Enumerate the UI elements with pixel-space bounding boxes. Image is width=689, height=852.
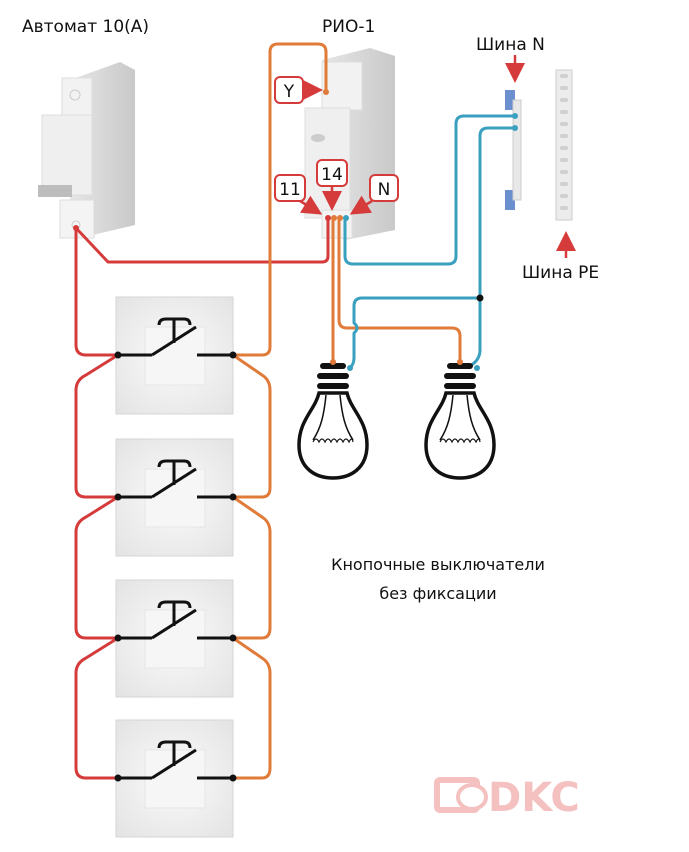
switch-terminal-in: [114, 634, 122, 642]
wire-phase-breaker-switches: [74, 226, 120, 357]
lamp-filament: [439, 438, 481, 444]
terminal-n: [343, 215, 349, 221]
pe-bus-slot: [560, 182, 568, 186]
pe-bus-slot: [560, 122, 568, 126]
push-button-switch[interactable]: [114, 438, 237, 557]
push-button-switch[interactable]: [114, 719, 237, 838]
callout-n-text: N: [378, 180, 391, 200]
callout-y: Y: [274, 76, 323, 104]
switch-terminal-in: [114, 351, 122, 359]
breaker-label: Автомат 10(А): [22, 17, 149, 37]
pe-bus-slot: [560, 110, 568, 114]
lamp-phase-terminal: [457, 359, 463, 365]
caption-line-2: без фиксации: [379, 584, 496, 603]
push-button-switch[interactable]: [114, 296, 237, 415]
callout-14-text: 14: [321, 165, 343, 185]
terminal-14b: [337, 215, 343, 221]
logo-text: DKC: [488, 775, 580, 821]
lamp-icon: [424, 359, 496, 480]
bus-n-label: Шина N: [476, 35, 545, 55]
pe-busbar: [555, 69, 573, 221]
wire-neutral-lamp1: [348, 296, 482, 370]
neutral-busbar: [505, 90, 522, 210]
wire-neutral-rio: [343, 114, 517, 266]
lamp-icon: [297, 359, 369, 480]
switch-terminal-out: [229, 634, 237, 642]
callout-y-text: Y: [283, 82, 295, 102]
lamp-filament: [312, 438, 354, 444]
lamp-bulb: [424, 391, 496, 480]
impulse-relay: [304, 48, 395, 240]
dkc-logo: DKC: [434, 775, 580, 821]
lamp-phase-terminal: [330, 359, 336, 365]
pe-bus-slot: [560, 74, 568, 78]
junction-dot: [476, 294, 484, 302]
terminal-y: [323, 89, 329, 95]
caption-line-1: Кнопочные выключатели: [331, 555, 545, 574]
bus-pe-label: Шина PE: [522, 263, 599, 283]
switch-terminal-out: [229, 774, 237, 782]
lamp-bulb: [297, 391, 369, 480]
pe-bus-slot: [560, 170, 568, 174]
circuit-breaker: [38, 62, 135, 239]
callout-14: 14: [316, 159, 348, 211]
breaker-terminal: [73, 225, 79, 231]
wire-control-s2-s3: [231, 495, 272, 640]
terminal-14a: [331, 215, 337, 221]
callout-n: N: [349, 174, 399, 215]
pe-bus-slot: [560, 86, 568, 90]
wire-control-s3-s4: [231, 636, 272, 780]
switch-terminal-out: [229, 493, 237, 501]
wire-control-s1-s2: [231, 353, 272, 499]
callout-11-text: 11: [279, 180, 301, 200]
wire-neutral-lamp2: [468, 126, 517, 368]
push-button-switch[interactable]: [114, 579, 237, 698]
wire-phase-breaker-rio: [74, 216, 330, 264]
pe-bus-slot: [560, 158, 568, 162]
wire-control-y: [231, 42, 328, 357]
lamp-neutral-terminal: [347, 365, 353, 371]
wire-lamp2-feed: [337, 216, 462, 364]
switch-terminal-in: [114, 493, 122, 501]
bus-n-terminal-1: [512, 113, 518, 119]
bus-n-terminal-2: [512, 125, 518, 131]
pe-bus-slot: [560, 194, 568, 198]
callout-11: 11: [274, 174, 323, 215]
wire-phase-s2-s3: [74, 495, 120, 640]
rio-label: РИО-1: [322, 17, 375, 37]
pe-bus-slot: [560, 146, 568, 150]
pe-bus-slot: [560, 206, 568, 210]
pe-bus-slot: [560, 134, 568, 138]
switch-terminal-out: [229, 351, 237, 359]
pe-bus-slot: [560, 98, 568, 102]
wire-phase-s3-s4: [74, 636, 120, 780]
terminal-11: [325, 215, 331, 221]
lamp-neutral-terminal: [474, 365, 480, 371]
wire-phase-s1-s2: [74, 353, 120, 499]
switch-terminal-in: [114, 774, 122, 782]
